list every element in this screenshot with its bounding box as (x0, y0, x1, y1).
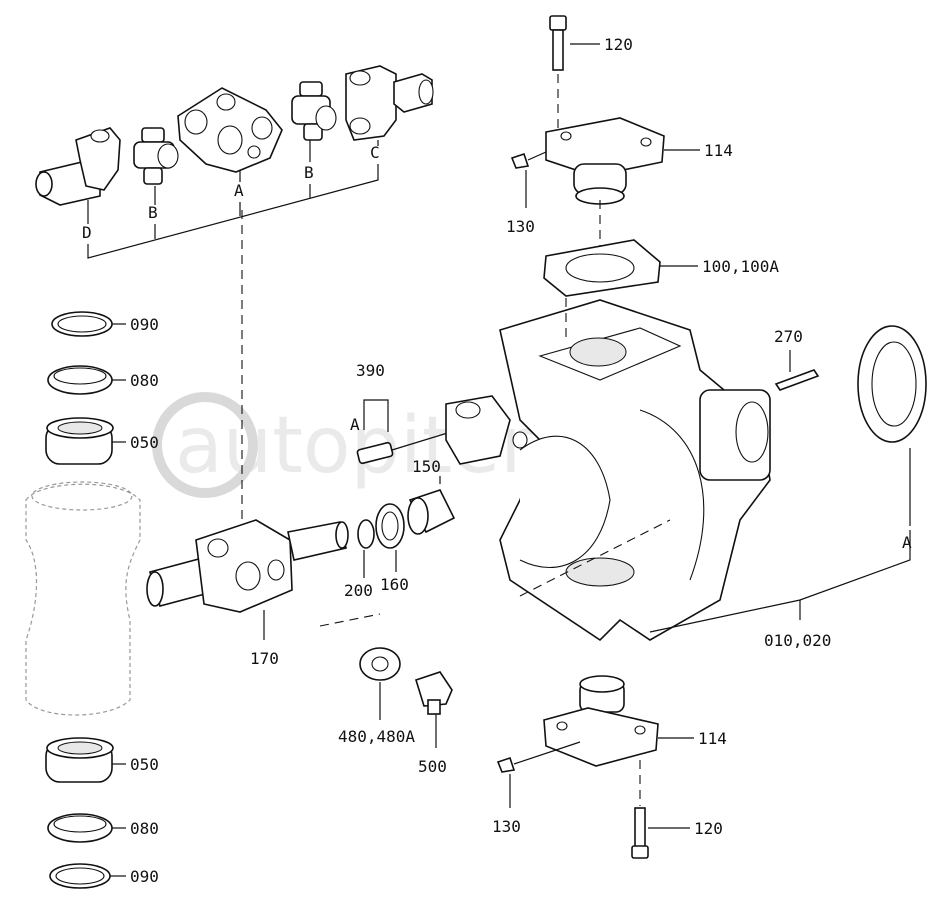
left-column-parts: 090 080 050 050 080 090 (25, 311, 159, 889)
label-120-bottom: 120 (694, 819, 723, 838)
small-parts: 200 160 150 390 A (344, 361, 491, 600)
bolt-120-top (549, 15, 567, 71)
ring-nut-a (857, 325, 927, 443)
bolt-120-bottom (631, 807, 649, 859)
label-130-top: 130 (506, 217, 535, 236)
main-housing (445, 299, 771, 642)
coupling-a (177, 87, 283, 173)
label-100: 100,100A (702, 257, 779, 276)
yoke-c (345, 65, 434, 141)
label-joint-b2: B (304, 163, 314, 182)
label-010-020: 010,020 (764, 631, 831, 650)
plug-130-bottom (496, 756, 516, 773)
label-480: 480,480A (338, 727, 415, 746)
label-160: 160 (380, 575, 409, 594)
bolt-500 (415, 671, 453, 715)
cross-b1 (133, 127, 179, 185)
label-090-bottom: 090 (130, 867, 159, 886)
top-cap-assembly: 120 114 130 100,100A (506, 15, 779, 340)
label-080-bottom: 080 (130, 819, 159, 838)
label-joint-b1: B (148, 203, 158, 222)
label-joint-c: C (370, 143, 380, 162)
label-170: 170 (250, 649, 279, 668)
label-050-bottom: 050 (130, 755, 159, 774)
cap-114-bottom (543, 675, 659, 767)
label-270: 270 (774, 327, 803, 346)
bearing-050-bottom (45, 737, 114, 783)
bearing-050-top (45, 417, 114, 465)
bottom-cap-assembly: 114 130 120 (492, 675, 727, 859)
washer-480 (359, 647, 401, 681)
gasket-100 (543, 239, 661, 297)
stud-390 (356, 441, 394, 465)
label-150: 150 (412, 457, 441, 476)
label-390: 390 (356, 361, 385, 380)
label-200: 200 (344, 581, 373, 600)
label-114-bottom: 114 (698, 729, 727, 748)
label-120-top: 120 (604, 35, 633, 54)
cap-114-top (545, 117, 665, 205)
label-joint-d: D (82, 223, 92, 242)
cross-b2 (291, 81, 337, 141)
plug-130-top (510, 152, 530, 169)
label-080-top: 080 (130, 371, 159, 390)
label-joint-a: A (234, 181, 244, 200)
pin-270 (774, 369, 820, 391)
label-050-top: 050 (130, 433, 159, 452)
shaft-170 (146, 519, 349, 613)
label-500: 500 (418, 757, 447, 776)
universal-joint-set: D B A B C (35, 65, 434, 259)
yoke-d (35, 127, 121, 206)
ring-200 (357, 519, 375, 549)
dashed-guide-480 (319, 613, 381, 627)
label-a-390: A (350, 415, 360, 434)
label-a-right: A (902, 533, 912, 552)
housing-outline (25, 483, 141, 716)
label-114-top: 114 (704, 141, 733, 160)
label-130-bottom: 130 (492, 817, 521, 836)
label-090-top: 090 (130, 315, 159, 334)
